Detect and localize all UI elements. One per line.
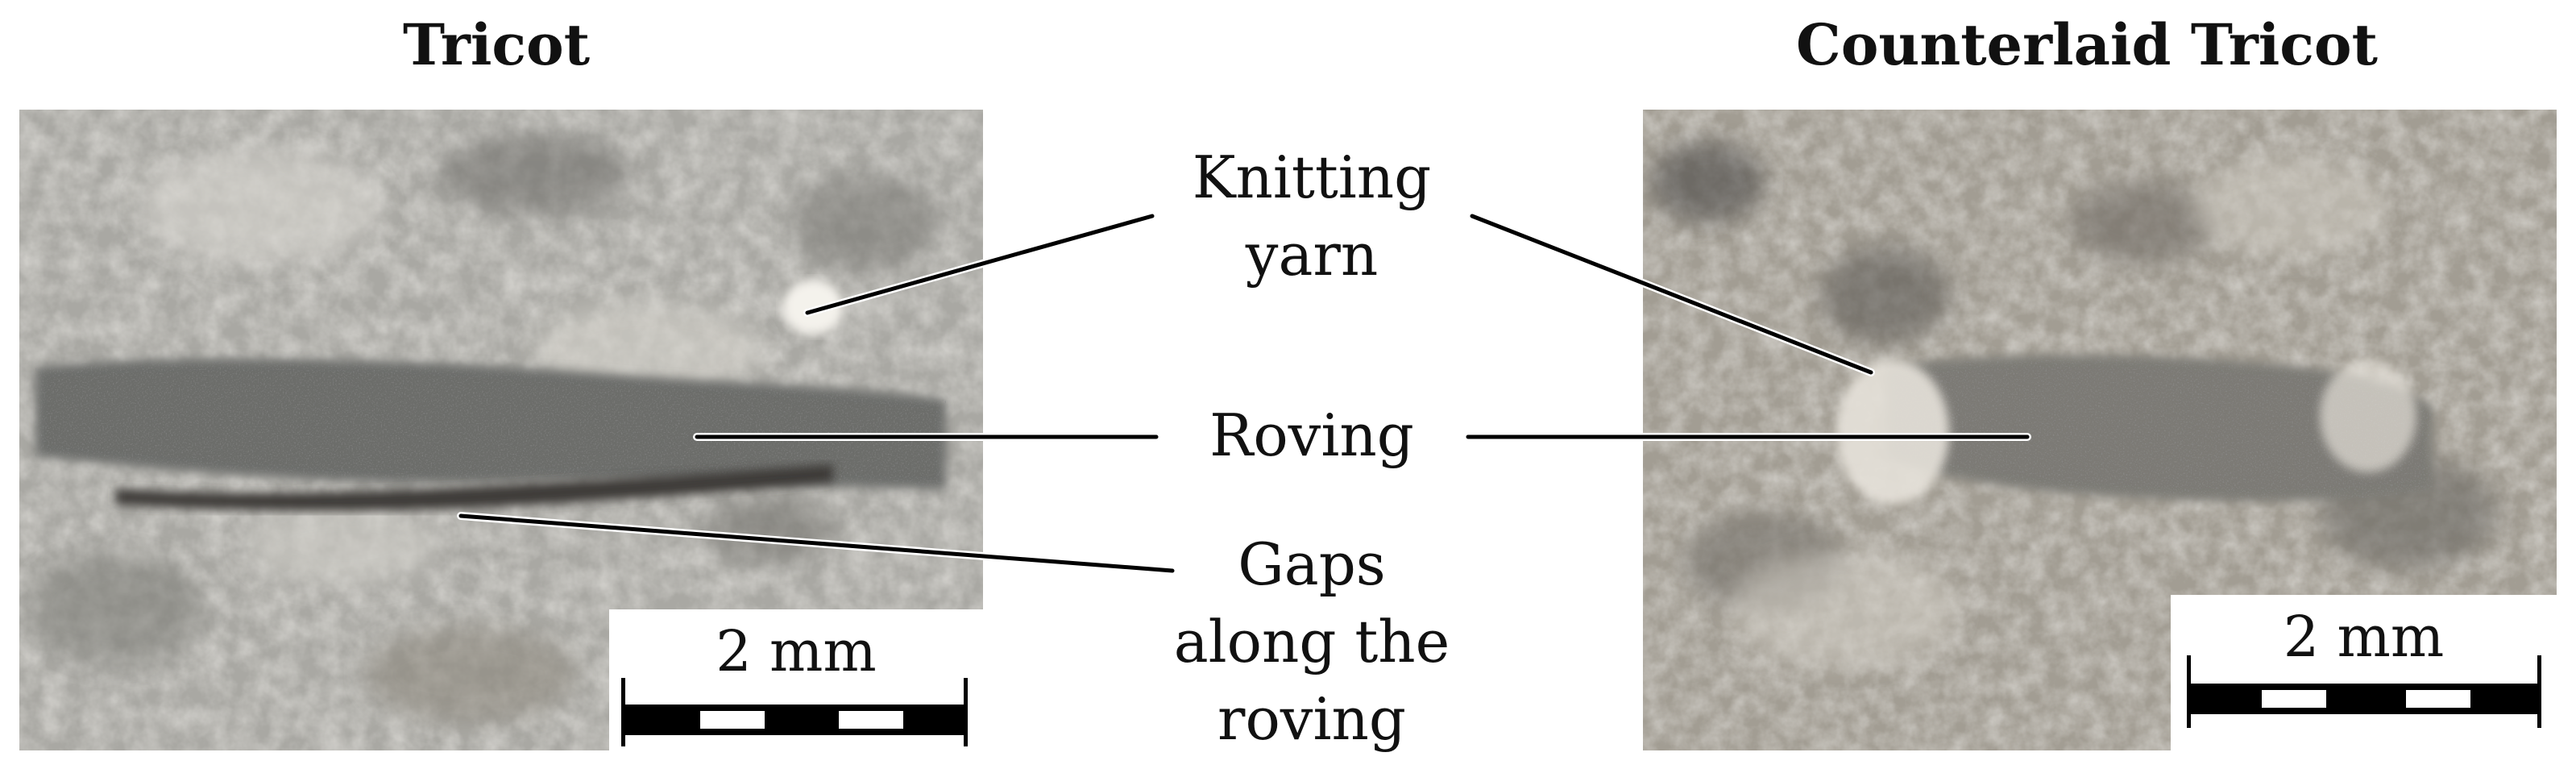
left-scale-graphic <box>621 678 968 746</box>
right-scale-graphic <box>2187 655 2541 728</box>
left-scale-bar: 2 mm <box>609 609 983 750</box>
right-panel-title: Counterlaid Tricot <box>1796 11 2378 78</box>
roving-line-1: Roving <box>1209 401 1414 469</box>
knitting-yarn-line-1: Knitting <box>1192 143 1432 211</box>
right-scale-bar: 2 mm <box>2171 595 2557 750</box>
knitting-yarn-line-2: yarn <box>1245 221 1379 289</box>
counterlaid-tricot-micrograph <box>1643 110 2557 750</box>
left-scale-label: 2 mm <box>716 618 877 684</box>
roving-label: Roving <box>1151 397 1473 474</box>
knitting-yarn-label: Knitting yarn <box>1151 139 1473 293</box>
gaps-line-3: roving <box>1217 685 1406 753</box>
gaps-line-2: along the <box>1173 608 1450 675</box>
right-scale-label: 2 mm <box>2283 604 2445 670</box>
left-panel-title: Tricot <box>402 11 591 78</box>
gaps-label: Gaps along the roving <box>1151 526 1473 758</box>
gaps-line-1: Gaps <box>1238 530 1386 598</box>
